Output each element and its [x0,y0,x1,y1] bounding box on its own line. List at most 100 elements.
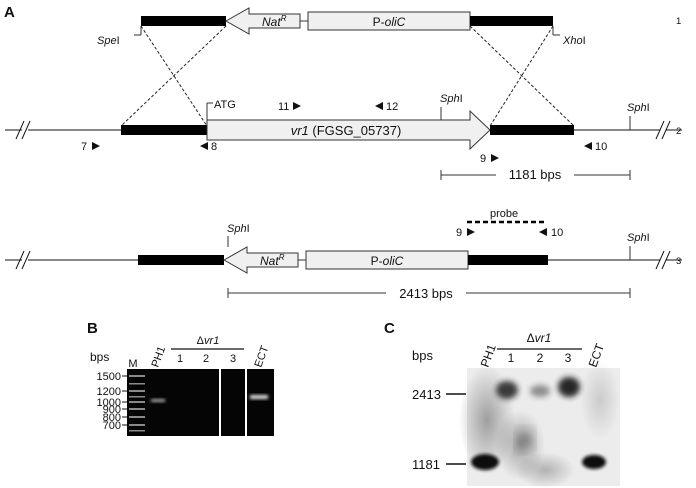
primer-11-arrow [293,102,301,110]
left-flank-block [121,125,207,135]
fragment-2413-label: 2413 bps [399,286,453,301]
marker-bands [129,375,145,432]
ladder-band [129,416,145,418]
row-number-3: 3 [676,256,681,267]
panel-c: C bps PH1 Δvr1 1 2 3 ECT 2413 1181 [384,320,620,488]
primer-9-arrow [491,154,499,162]
southern-blot [459,360,620,488]
lane-label-3: 3 [230,353,236,365]
primer-12-arrow [375,102,383,110]
axis-break-mark [655,250,665,270]
right-flank-block [490,125,574,135]
lane-label-ect: ECT [253,344,272,369]
marker-lane-label: M [128,358,137,370]
primer-12-label: 12 [386,101,398,113]
right-flank-block [470,16,553,26]
axis-break-mark [21,250,31,270]
primer-10-label: 10 [551,227,563,239]
primer-9-label: 9 [456,227,462,239]
primer-9-arrow [467,228,475,236]
gel-splice-line [219,369,221,436]
panel-a-label: A [4,4,15,21]
band-dvr1-2-2413 [530,385,550,397]
blot-smear [519,432,531,448]
group-label-dvr1: Δvr1 [197,335,220,347]
panel-c-label: C [384,320,395,337]
blot-bps-label: bps [412,348,433,363]
ladder-band [129,401,145,403]
band-ph1-1181 [471,454,499,470]
xhoi-label: XhoI [562,35,586,47]
size-label-1181: 1181 [412,457,440,472]
axis-break-mark [15,250,25,270]
fragment-label-bg [386,284,466,301]
left-flank-block [138,255,224,265]
ladder-band [129,390,145,392]
primer-9-label: 9 [480,153,486,165]
band-dvr1-3-2413 [558,377,580,397]
fragment-1181-label: 1181 bps [509,167,562,182]
probe-label: probe [490,208,518,220]
primer-10-arrow [539,228,547,236]
atg-label: ATG [214,99,236,111]
ladder-ticks [122,375,127,426]
poliC-label: P-oliC [373,15,406,29]
vr1-gene-arrow [206,109,491,151]
ladder-band [129,424,145,426]
left-flank-block [141,16,226,26]
crossover-lines [120,25,575,127]
lane-label-ph1: PH1 [150,345,169,369]
sphi-label: SphI [627,102,650,114]
gel-bps-label: bps [90,350,109,364]
sphi-label: SphI [440,93,463,105]
poliC-label: P-oliC [371,254,404,268]
primer-7-arrow [92,142,100,150]
blot-smear [515,452,575,488]
band-ph1 [151,399,165,402]
ladder-band [129,408,145,410]
mutant-locus-row: NatR P-oliC SphI SphI 3 probe 9 10 2413 … [5,208,682,301]
axis-break-mark [655,120,665,140]
panel-b-label: B [87,320,98,337]
ladder-band [129,396,145,398]
ladder-label-700: 700 [103,420,121,432]
crossover-line [469,25,575,127]
lane-label-2: 2 [203,353,209,365]
band-dvr1-1-2413 [496,381,518,399]
primer-10-arrow [584,142,592,150]
wildtype-locus-row: vr1 (FGSG_05737) ATG SphI SphI 2 11 12 7… [5,93,682,182]
ladder-band [129,383,145,385]
lane-label-3: 3 [565,351,572,365]
blot-smear [580,360,620,440]
ladder-band [129,375,145,377]
fragment-label-bg [496,165,574,182]
construct-row: NatR P-oliC SpeI XhoI 1 [97,7,681,47]
vr1-gene-label: vr1 (FGSG_05737) [291,123,402,138]
row-number-1: 1 [676,16,681,27]
primer-11-label: 11 [278,101,289,113]
band-ect [250,395,268,399]
ladder-label-800: 800 [103,412,121,424]
panel-a: A NatR P-oliC SpeI XhoI 1 [4,4,682,301]
lane-label-1: 1 [177,353,183,365]
lane-label-2: 2 [537,351,544,365]
axis-break-mark [21,120,31,140]
sphi-label: SphI [627,232,650,244]
ladder-label-900: 900 [103,404,121,416]
gel-background [127,369,274,436]
panel-b: B bps M PH1 Δvr1 1 2 3 ECT 1500 1200 100… [87,320,274,436]
spei-label: SpeI [97,35,120,47]
primer-8-label: 8 [211,141,217,153]
ladder-band [129,430,145,432]
ladder-label-1200: 1200 [97,386,121,398]
group-label-dvr1: Δvr1 [527,331,552,345]
agarose-gel [127,369,274,436]
axis-break-mark [15,120,25,140]
lane-label-ph1: PH1 [478,342,499,369]
band-ect-1181 [582,455,606,469]
natr-label: NatR [260,253,285,268]
size-label-2413: 2413 [412,387,441,402]
right-flank-block [468,255,548,265]
sphi-label: SphI [227,223,250,235]
